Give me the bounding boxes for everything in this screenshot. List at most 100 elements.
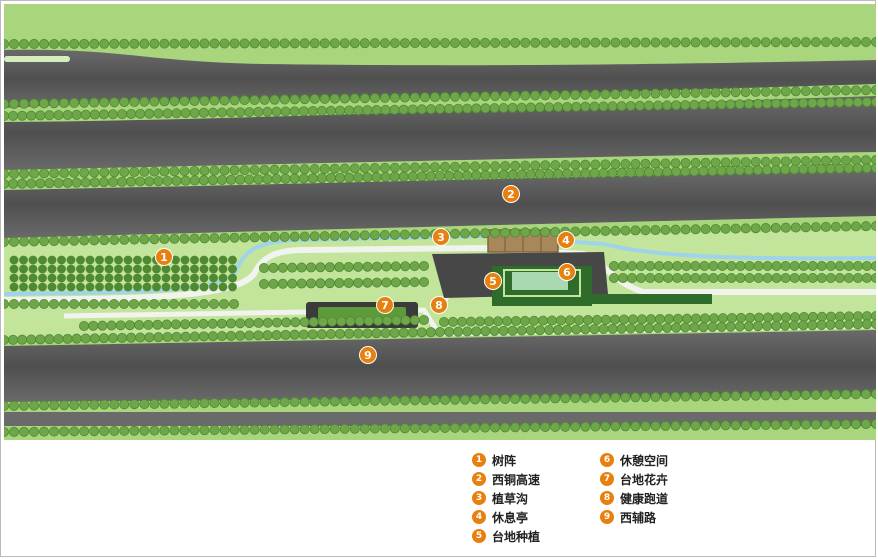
tree <box>391 315 402 326</box>
tree <box>630 158 641 169</box>
tree <box>825 97 836 108</box>
tree <box>171 175 182 186</box>
tree <box>780 98 791 109</box>
tree <box>354 316 365 327</box>
tree <box>369 395 380 406</box>
tree <box>115 320 126 331</box>
tree <box>188 298 199 309</box>
tree <box>743 165 754 176</box>
tree <box>409 261 420 272</box>
tree <box>29 38 40 49</box>
map-marker-number: 8 <box>435 299 443 312</box>
tree <box>590 89 601 100</box>
tree-grid-tree <box>76 255 85 265</box>
tree <box>362 328 373 339</box>
tree <box>690 87 701 98</box>
tree <box>339 423 350 434</box>
tree <box>344 328 355 339</box>
tree <box>726 272 737 283</box>
tree <box>672 272 683 283</box>
tree <box>269 397 280 408</box>
tree <box>319 93 330 104</box>
tree <box>138 298 149 309</box>
tree <box>740 157 751 168</box>
tree <box>425 171 436 182</box>
tree <box>610 314 621 325</box>
legend-label: 树阵 <box>492 453 517 468</box>
tree <box>229 95 240 106</box>
tree <box>353 328 364 339</box>
tree <box>381 261 392 272</box>
tree <box>179 425 190 436</box>
tree <box>634 167 645 178</box>
tree <box>418 314 429 325</box>
tree <box>108 176 119 187</box>
tree <box>289 231 300 242</box>
tree <box>259 94 270 105</box>
tree <box>510 393 521 404</box>
tree <box>725 165 736 176</box>
tree <box>19 236 30 247</box>
tree <box>730 390 741 401</box>
tree <box>653 166 664 177</box>
tree <box>199 95 210 106</box>
tree <box>159 425 170 436</box>
tree <box>530 90 541 101</box>
tree <box>98 333 109 344</box>
tree <box>309 94 320 105</box>
tree <box>262 317 273 328</box>
tree <box>771 260 782 271</box>
tree <box>716 99 727 110</box>
tree <box>249 164 260 175</box>
tree <box>407 327 418 338</box>
tree <box>640 392 651 403</box>
tree <box>69 167 80 178</box>
tree <box>553 102 564 113</box>
tree <box>39 236 50 247</box>
tree <box>625 167 636 178</box>
tree <box>447 316 458 327</box>
tree <box>507 102 518 113</box>
tree <box>371 105 382 116</box>
tree <box>525 325 536 336</box>
tree <box>315 262 326 273</box>
tree <box>616 101 627 112</box>
tree <box>616 167 627 178</box>
tree <box>763 312 774 323</box>
tree <box>88 320 99 331</box>
tree <box>207 107 218 118</box>
tree <box>671 166 682 177</box>
tree <box>280 173 291 184</box>
tree <box>580 421 591 432</box>
tree <box>520 160 531 171</box>
tree <box>409 423 420 434</box>
tree <box>636 260 647 271</box>
tree <box>398 171 409 182</box>
legend-number-badge: 3 <box>472 491 486 505</box>
tree <box>825 260 836 271</box>
tree <box>129 298 140 309</box>
tree <box>490 422 501 433</box>
tree <box>690 224 701 235</box>
tree <box>560 37 571 48</box>
tree <box>289 329 300 340</box>
tree <box>780 272 791 283</box>
legend-number-badge: 4 <box>472 510 486 524</box>
tree <box>498 169 509 180</box>
tree <box>610 392 621 403</box>
tree <box>620 421 631 432</box>
tree <box>29 168 40 179</box>
tree <box>209 233 220 244</box>
tree <box>810 85 821 96</box>
tree <box>216 318 227 329</box>
tree <box>329 423 340 434</box>
tree <box>560 421 571 432</box>
tree <box>850 419 861 430</box>
tree <box>419 162 430 173</box>
tree <box>289 94 300 105</box>
tree <box>329 38 340 49</box>
tree <box>460 422 471 433</box>
